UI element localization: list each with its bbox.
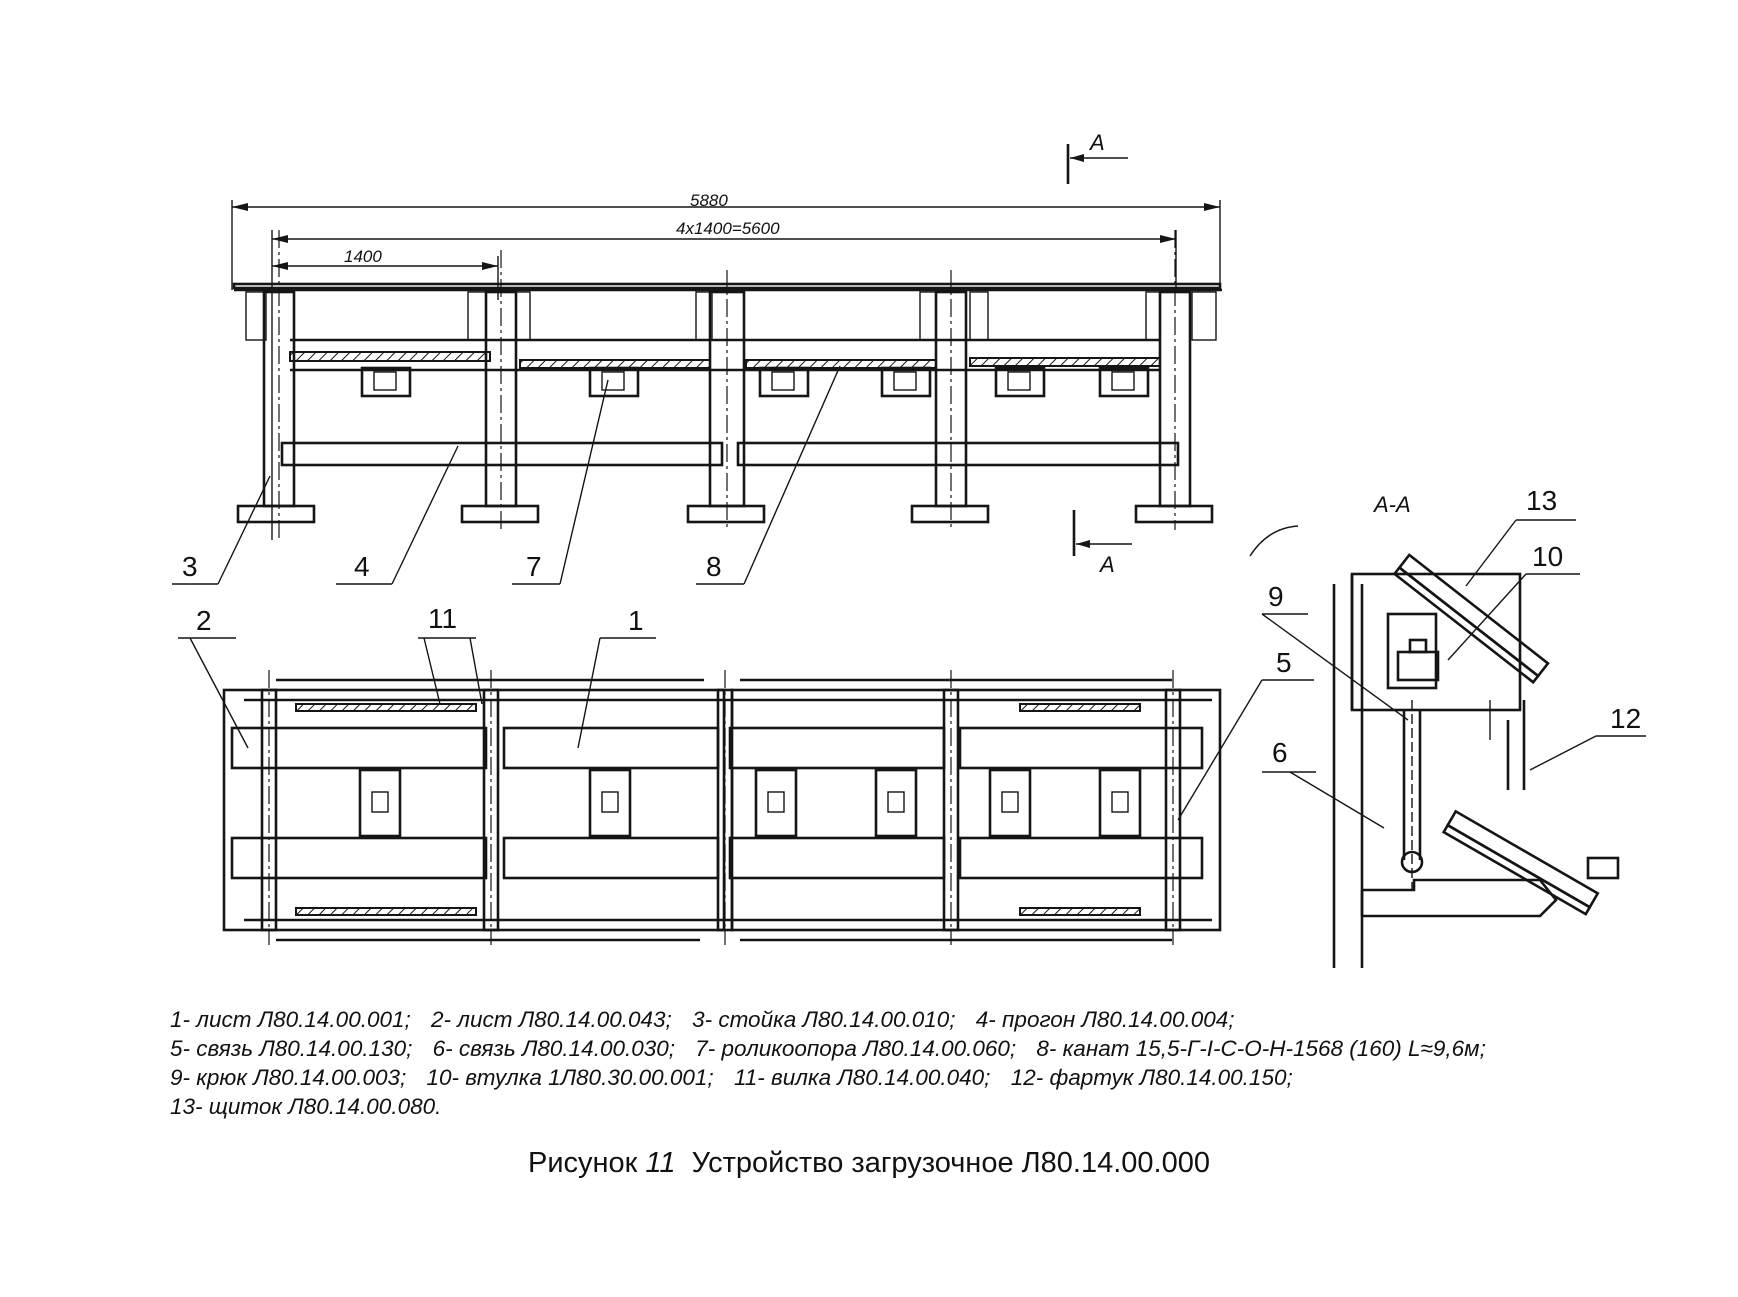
callout-11: 11 bbox=[418, 603, 483, 705]
legend-line-1: 1- лист Л80.14.00.001; 2- лист Л80.14.00… bbox=[170, 1007, 1235, 1032]
section-view: A-A bbox=[1249, 485, 1646, 968]
callout-9: 9 bbox=[1261, 581, 1409, 721]
section-mark-top: A bbox=[1066, 130, 1128, 184]
posts bbox=[245, 290, 1217, 508]
section-letter-top: A bbox=[1088, 130, 1105, 155]
svg-text:11: 11 bbox=[428, 603, 457, 634]
callout-12: 12 bbox=[1529, 703, 1646, 771]
callout-6: 6 bbox=[1262, 737, 1385, 829]
sheets-row-bottom bbox=[230, 836, 1204, 880]
plan-rollers bbox=[358, 768, 1142, 838]
sheets-row-top bbox=[230, 726, 1204, 770]
svg-text:8: 8 bbox=[706, 551, 722, 582]
svg-text:9: 9 bbox=[1268, 581, 1284, 612]
callout-5: 5 bbox=[1177, 647, 1314, 821]
figure-caption: Рисунок 11 Устройство загрузочное Л80.14… bbox=[0, 1147, 1738, 1180]
plan-view: 2 11 1 5 bbox=[178, 603, 1314, 945]
svg-text:5: 5 bbox=[1276, 647, 1292, 678]
legend-line-3: 9- крюк Л80.14.00.003; 10- втулка 1Л80.3… bbox=[170, 1065, 1293, 1090]
callout-13: 13 bbox=[1465, 485, 1576, 587]
purlin-left bbox=[280, 441, 724, 467]
parts-legend: 1- лист Л80.14.00.001; 2- лист Л80.14.00… bbox=[170, 1005, 1610, 1121]
cable-strip-1 bbox=[289, 351, 491, 362]
legend-line-2: 5- связь Л80.14.00.130; 6- связь Л80.14.… bbox=[170, 1036, 1486, 1061]
callout-10: 10 bbox=[1447, 541, 1580, 661]
caption-prefix: Рисунок bbox=[527, 1147, 638, 1179]
caption-number: 11 bbox=[645, 1147, 676, 1179]
dimension-overall: 5880 bbox=[231, 191, 1221, 290]
section-view-title: A-A bbox=[1372, 492, 1411, 517]
callout-3: 3 bbox=[172, 475, 271, 585]
roller-supports bbox=[360, 366, 1150, 398]
legend-line-4: 13- щиток Л80.14.00.080. bbox=[170, 1094, 442, 1119]
callout-1: 1 bbox=[577, 605, 656, 749]
feet bbox=[236, 504, 1214, 524]
dimension-span-label: 4x1400=5600 bbox=[676, 219, 780, 238]
front-view: 5880 4x1400=5600 1400 bbox=[172, 130, 1222, 585]
svg-text:12: 12 bbox=[1610, 703, 1641, 734]
caption-title: Устройство загрузочное Л80.14.00.000 bbox=[691, 1147, 1210, 1179]
svg-text:2: 2 bbox=[196, 605, 212, 636]
section-letter-bottom: A bbox=[1098, 552, 1115, 577]
dimension-span: 4x1400=5600 bbox=[271, 219, 1177, 540]
svg-text:6: 6 bbox=[1272, 737, 1288, 768]
svg-text:10: 10 bbox=[1532, 541, 1563, 572]
svg-text:1: 1 bbox=[628, 605, 644, 636]
dimension-pitch-label: 1400 bbox=[344, 247, 382, 266]
svg-text:3: 3 bbox=[182, 551, 198, 582]
purlin-right bbox=[736, 441, 1180, 467]
dimension-pitch: 1400 bbox=[272, 247, 499, 300]
svg-text:4: 4 bbox=[354, 551, 370, 582]
svg-text:7: 7 bbox=[526, 551, 542, 582]
cable-strip-4 bbox=[969, 357, 1161, 367]
section-mark-bottom: A bbox=[1072, 510, 1132, 577]
callout-2: 2 bbox=[178, 605, 249, 749]
dimension-overall-label: 5880 bbox=[690, 191, 728, 210]
cable-strip-3 bbox=[745, 359, 937, 369]
callout-7: 7 bbox=[512, 379, 609, 585]
svg-text:13: 13 bbox=[1526, 485, 1557, 516]
callout-8: 8 bbox=[696, 365, 841, 585]
callout-4: 4 bbox=[336, 445, 459, 585]
